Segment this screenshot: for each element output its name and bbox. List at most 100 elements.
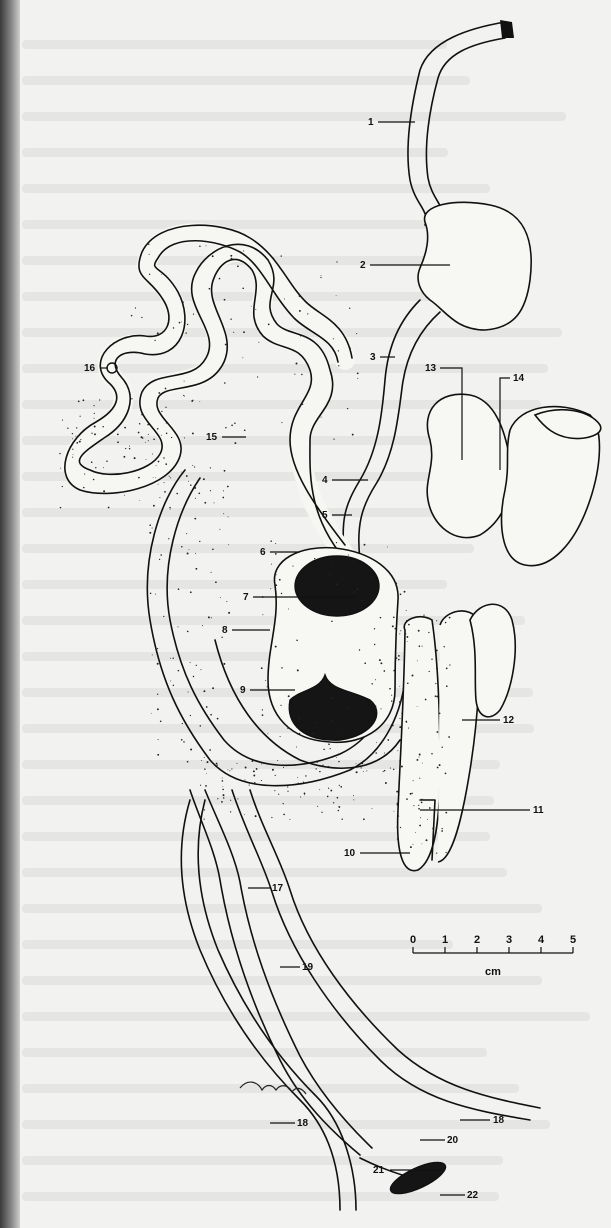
stipple-dot — [153, 505, 155, 507]
stipple-dot — [287, 725, 288, 726]
stipple-dot — [219, 529, 220, 530]
stipple-dot — [299, 733, 301, 735]
stipple-dot — [158, 484, 159, 485]
label-1: 1 — [368, 117, 374, 128]
stipple-dot — [222, 780, 224, 782]
stipple-dot — [255, 815, 257, 817]
stipple-dot — [448, 736, 450, 738]
stipple-dot — [281, 255, 282, 256]
stipple-dot — [157, 332, 159, 334]
stipple-dot — [220, 597, 221, 598]
stipple-dot — [225, 427, 226, 428]
stipple-dot — [161, 411, 162, 412]
scale-tick-label: 0 — [410, 934, 416, 946]
stipple-dot — [395, 628, 397, 630]
stipple-dot — [348, 554, 349, 555]
stipple-dot — [249, 785, 250, 786]
stipple-dot — [212, 549, 214, 551]
stipple-dot — [393, 670, 395, 672]
stipple-dot — [408, 624, 410, 626]
stipple-dot — [342, 735, 343, 736]
stipple-dot — [393, 769, 394, 770]
stipple-dot — [299, 310, 301, 312]
stipple-dot — [79, 441, 81, 443]
stipple-dot — [445, 812, 447, 814]
stipple-dot — [390, 768, 391, 769]
stipple-dot — [371, 577, 373, 579]
stipple-dot — [155, 477, 156, 478]
stipple-dot — [321, 417, 322, 418]
stipple-dot — [124, 417, 125, 418]
label-7: 7 — [243, 592, 249, 603]
stipple-dot — [275, 584, 277, 586]
stipple-dot — [287, 791, 288, 792]
stipple-dot — [215, 581, 217, 583]
label-21: 21 — [373, 1165, 385, 1176]
stipple-dot — [371, 683, 372, 684]
stipple-dot — [152, 527, 153, 528]
stipple-dot — [401, 713, 402, 714]
stipple-dot — [267, 686, 268, 687]
stipple-dot — [280, 705, 281, 706]
stipple-dot — [231, 424, 233, 426]
stipple-dot — [300, 796, 301, 797]
label-8: 8 — [222, 625, 228, 636]
stipple-dot — [225, 344, 227, 346]
stipple-dot — [163, 457, 164, 458]
stipple-dot — [76, 442, 78, 444]
stipple-dot — [281, 422, 282, 423]
stipple-dot — [394, 811, 395, 812]
stipple-dot — [397, 838, 398, 839]
stipple-dot — [206, 773, 207, 774]
stipple-dot — [152, 454, 153, 455]
stipple-dot — [124, 495, 125, 496]
stipple-dot — [170, 477, 171, 478]
stipple-dot — [94, 433, 96, 435]
stipple-dot — [422, 844, 423, 845]
stipple-dot — [332, 562, 333, 563]
stipple-dot — [356, 333, 357, 334]
stipple-dot — [72, 433, 73, 434]
stipple-dot — [72, 457, 73, 458]
stipple-dot — [172, 657, 173, 658]
stipple-dot — [166, 433, 168, 435]
stipple-dot — [161, 274, 162, 275]
stipple-dot — [138, 432, 140, 434]
stipple-dot — [283, 767, 284, 768]
stipple-dot — [159, 559, 160, 560]
label-11: 11 — [533, 805, 544, 816]
stipple-dot — [413, 844, 414, 845]
stipple-dot — [422, 646, 423, 647]
stipple-dot — [185, 332, 186, 333]
stipple-dot — [413, 805, 414, 806]
scale-bar: 012345 cm — [410, 934, 576, 978]
label-17: 17 — [272, 883, 284, 894]
scale-tick-label: 1 — [442, 934, 448, 946]
stipple-dot — [233, 332, 234, 333]
stipple-dot — [429, 807, 431, 809]
stipple-dot — [375, 679, 376, 680]
scale-tick-label: 3 — [506, 934, 512, 946]
stipple-dot — [289, 819, 290, 820]
stipple-dot — [192, 400, 193, 401]
stipple-dot — [437, 767, 439, 769]
stipple-dot — [319, 789, 320, 790]
stipple-dot — [94, 413, 95, 414]
stipple-dot — [236, 763, 237, 764]
stipple-dot — [420, 817, 421, 818]
stipple-dot — [395, 657, 397, 659]
label-15: 15 — [206, 432, 218, 443]
stipple-dot — [328, 788, 329, 789]
label-10: 10 — [344, 848, 356, 859]
stipple-dot — [399, 726, 401, 728]
stipple-dot — [153, 438, 155, 440]
stipple-dot — [400, 827, 401, 828]
stipple-dot — [117, 441, 119, 443]
stipple-dot — [445, 773, 447, 775]
stipple-dot — [392, 725, 394, 727]
stipple-dot — [188, 691, 189, 692]
stipple-dot — [435, 695, 437, 697]
stipple-dot — [222, 497, 224, 499]
artist-signature — [240, 1082, 306, 1094]
stipple-dot — [165, 501, 166, 502]
